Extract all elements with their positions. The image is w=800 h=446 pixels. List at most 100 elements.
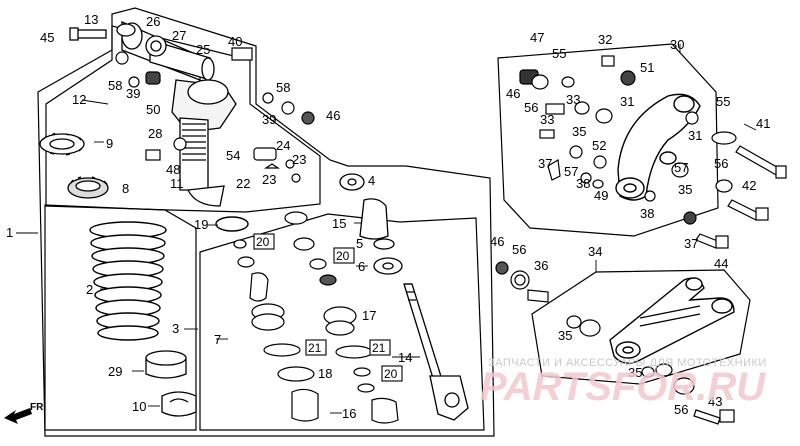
- screw-23-a: [285, 159, 295, 169]
- front-direction-arrow: FR.: [4, 402, 46, 424]
- boxed-callout-frames: [253, 233, 403, 382]
- bearing-35-link-a: [566, 315, 582, 329]
- callout-19: 19: [194, 217, 208, 232]
- callout-3: 3: [172, 321, 179, 336]
- washer-58-mid: [281, 101, 295, 115]
- callout-10: 10: [132, 399, 146, 414]
- washer-31-right: [685, 111, 699, 125]
- callout-52: 52: [592, 138, 606, 153]
- callout-46-a: 46: [326, 108, 340, 123]
- watermark-brand: PARTSFOR.RU: [480, 365, 766, 409]
- callout-23-b: 23: [262, 172, 276, 187]
- collar-36: [527, 289, 549, 303]
- ring-21-right: [335, 345, 373, 359]
- bearing-35-b: [595, 108, 613, 124]
- shim-left-a: [237, 256, 255, 268]
- callout-56-b: 56: [714, 156, 728, 171]
- callout-16: 16: [342, 406, 356, 421]
- spacer-right: [293, 237, 315, 251]
- clip-38: [580, 172, 592, 184]
- callout-8: 8: [122, 181, 129, 196]
- callout-36: 36: [534, 258, 548, 273]
- callout-58-b: 58: [276, 80, 290, 95]
- bushing-50: [145, 71, 161, 85]
- callout-14: 14: [398, 350, 412, 365]
- callout-11: 11: [170, 176, 184, 191]
- shock-arm: [615, 93, 701, 201]
- bolt-28: [145, 149, 161, 161]
- piston-ring-18: [277, 366, 315, 382]
- callout-45: 45: [40, 30, 54, 45]
- frame-shock-assembly: [37, 7, 495, 437]
- callout-12: 12: [72, 92, 86, 107]
- callout-27: 27: [172, 28, 186, 43]
- frame-damper-internals: [199, 213, 485, 431]
- callout-57-b: 57: [674, 160, 688, 175]
- frame-shock-arm: [497, 43, 719, 237]
- pin-56: [545, 103, 565, 115]
- callout-29: 29: [108, 364, 122, 379]
- callout-39-a: 39: [126, 86, 140, 101]
- clip-38-right: [644, 190, 656, 202]
- callout-41: 41: [756, 116, 770, 131]
- oring-39: [262, 92, 274, 104]
- washer-55-right: [711, 131, 737, 145]
- shock-arm-bearings: [519, 55, 737, 225]
- nut-46-link: [495, 261, 509, 275]
- washer-35-link-c: [641, 366, 655, 378]
- callout-15: 15: [332, 216, 346, 231]
- callout-56-d: 56: [674, 402, 688, 417]
- callout-25: 25: [196, 42, 210, 57]
- watermark-caption: ЗАПЧАСТИ И АКСЕССУАРЫ ДЛЯ МОТОТЕХНИКИ: [488, 357, 767, 369]
- callout-38-b: 38: [640, 206, 654, 221]
- spring-lock-nut: [39, 132, 85, 156]
- callout-6: 6: [358, 259, 365, 274]
- nut-46-mid: [301, 111, 315, 125]
- callout-labels: 1 2 3 4 5 6 7 8 9 10 11 12 13 14 15 16 1…: [6, 12, 770, 421]
- seal-57: [569, 145, 583, 159]
- clip-49: [592, 179, 604, 189]
- callout-20-b: 20: [336, 249, 350, 263]
- washer-58: [115, 51, 129, 65]
- callout-28: 28: [148, 126, 162, 141]
- clip-48: [173, 137, 187, 151]
- mounting-bolt-upper: [69, 27, 107, 41]
- washer-5: [373, 238, 395, 250]
- callout-35-d: 35: [628, 365, 642, 380]
- small-hardware-upper: [115, 47, 253, 161]
- bearing-35-link-b: [579, 319, 601, 337]
- bolt-41: [735, 145, 783, 177]
- callout-55-b: 55: [716, 94, 730, 109]
- callout-35-a: 35: [572, 124, 586, 139]
- plate-40: [231, 47, 253, 61]
- seal-56-link-bottom: [673, 377, 695, 395]
- callout-42: 42: [742, 178, 756, 193]
- callout-7: 7: [214, 332, 221, 347]
- bearing-35-right: [671, 162, 689, 178]
- spring-stopper: [161, 391, 197, 417]
- callout-31-b: 31: [688, 128, 702, 143]
- callout-49: 49: [594, 188, 608, 203]
- front-direction-label: FR.: [30, 402, 46, 413]
- callout-26: 26: [146, 14, 160, 29]
- linkage-bolts: [547, 145, 787, 425]
- washer-35-a: [574, 101, 590, 115]
- piston-stack-right: [293, 237, 399, 424]
- collar-39-left: [128, 76, 140, 88]
- callout-23-a: 23: [292, 152, 306, 167]
- callout-46-b: 46: [506, 86, 520, 101]
- callout-4: 4: [368, 173, 375, 188]
- callout-55-a: 55: [552, 46, 566, 61]
- collar-32: [601, 55, 615, 67]
- assembly-frames: [37, 7, 751, 437]
- cap-54: [253, 147, 277, 161]
- spring-22: [264, 163, 280, 169]
- callout-2: 2: [86, 282, 93, 297]
- callout-57-a: 57: [564, 164, 578, 179]
- screw-23-b: [291, 173, 301, 183]
- callout-20-a: 20: [256, 235, 270, 249]
- callout-34: 34: [588, 244, 602, 259]
- callout-56-c: 56: [512, 242, 526, 257]
- bolt-37-left: [547, 159, 561, 181]
- bolt-43: [693, 409, 721, 425]
